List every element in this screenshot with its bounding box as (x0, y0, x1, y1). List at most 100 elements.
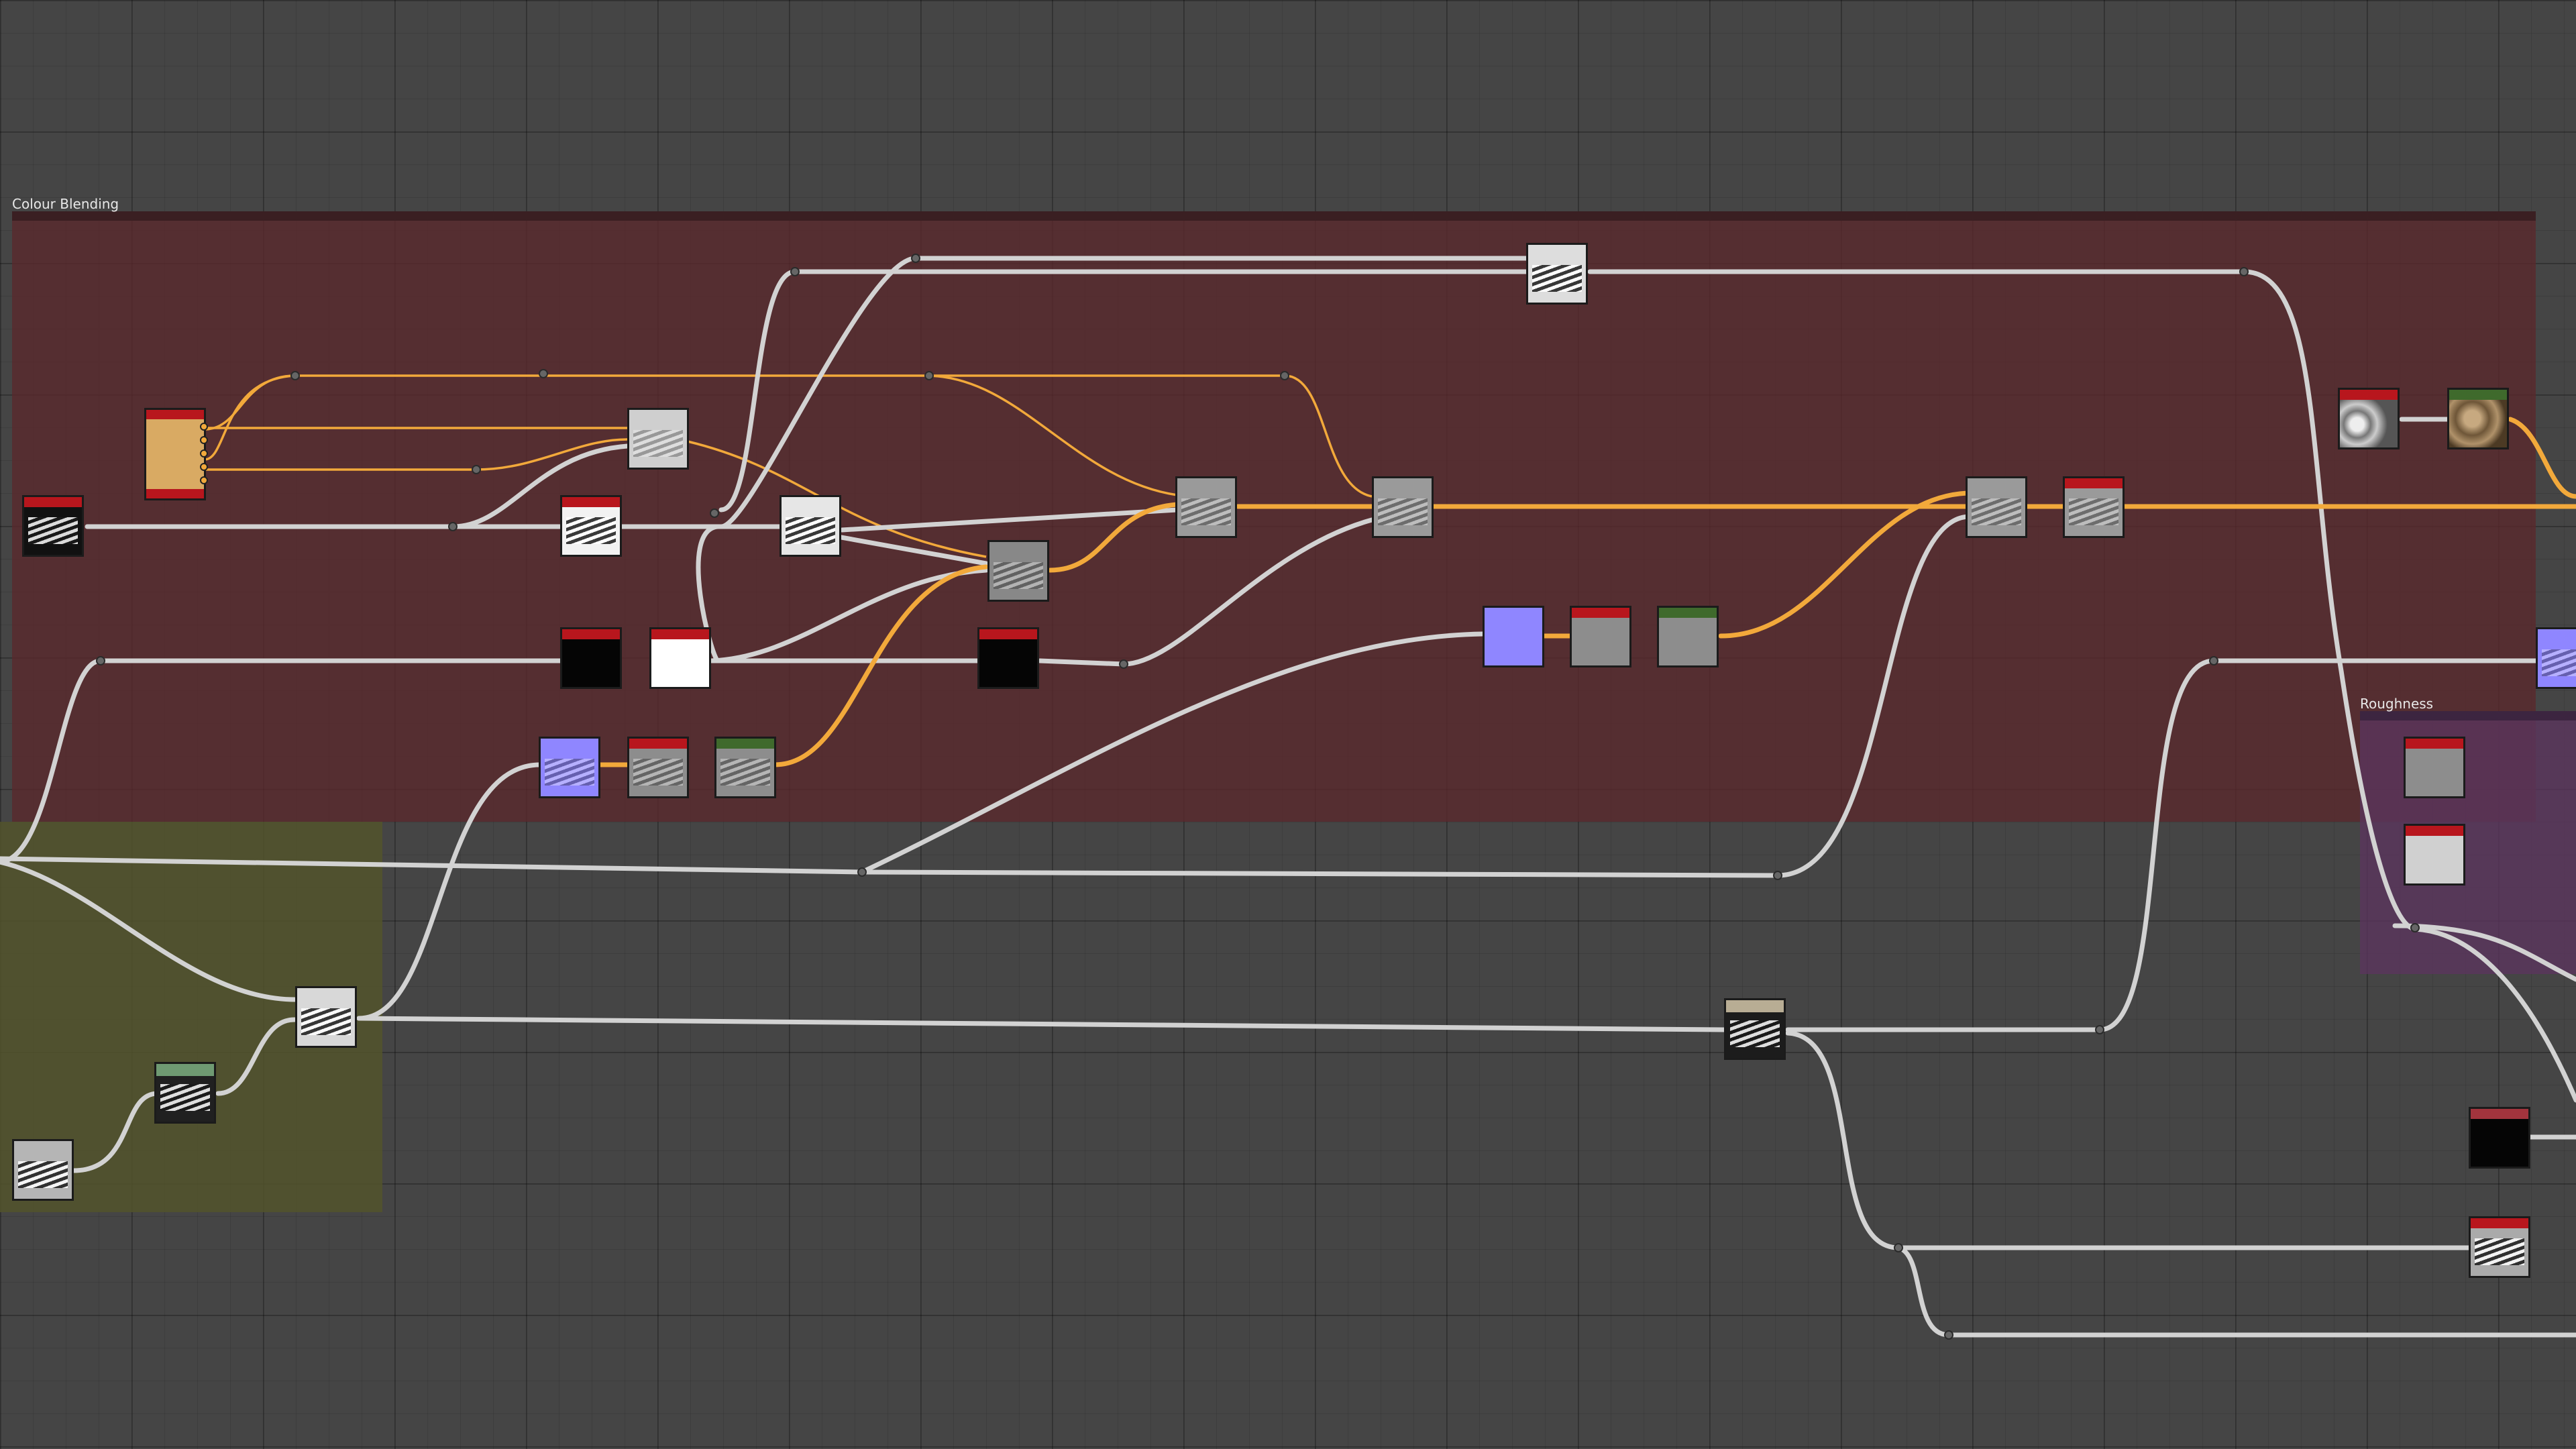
node-blend-c[interactable] (1175, 476, 1237, 538)
output-port[interactable] (200, 423, 208, 431)
node-black-r[interactable] (2469, 1107, 2530, 1169)
node-gray-red2[interactable] (627, 737, 689, 798)
node-thumbnail (2542, 649, 2576, 676)
reroute-dot (1280, 371, 1289, 380)
node-gray-green2[interactable] (714, 737, 776, 798)
wire (718, 256, 1529, 529)
node-hatch-c[interactable] (780, 495, 841, 557)
node-header (1726, 1000, 1784, 1012)
node-thumbnail (994, 562, 1043, 589)
node-blend-a[interactable] (627, 408, 689, 470)
reroute-dot (539, 369, 548, 378)
node-thumbnail (566, 517, 616, 544)
node-thumbnail (786, 517, 835, 544)
wire (708, 568, 989, 663)
node-gray-r1[interactable] (2404, 737, 2465, 798)
wire (2392, 923, 2576, 982)
node-header (1659, 608, 1717, 618)
node-gray-r2[interactable] (2404, 824, 2465, 885)
wire (925, 374, 1178, 496)
wire (204, 374, 296, 461)
node-black-b[interactable] (977, 627, 1039, 689)
node-blue-b[interactable] (2536, 627, 2576, 689)
node-black-a[interactable] (560, 627, 622, 689)
node-header (629, 739, 687, 749)
node-header (146, 410, 204, 419)
node-blend-d[interactable] (1372, 476, 1434, 538)
node-blue-c[interactable] (539, 737, 600, 798)
reroute-dot (857, 867, 867, 877)
node-thumbnail (301, 1008, 351, 1035)
frame-header[interactable] (2360, 711, 2576, 720)
reroute-dot (2095, 1025, 2104, 1034)
node-thumbnail (633, 430, 683, 457)
node-blend-e[interactable] (1966, 476, 2027, 538)
node-header (24, 497, 82, 507)
node-thumbnail (18, 1161, 68, 1188)
output-port[interactable] (200, 463, 208, 471)
wire (718, 269, 1529, 513)
reroute-dot (710, 508, 719, 518)
output-port[interactable] (200, 449, 208, 458)
wire (0, 658, 103, 865)
reroute-dot (472, 465, 481, 474)
output-port[interactable] (200, 436, 208, 444)
reroute-dot (2239, 267, 2249, 276)
node-header (2471, 1218, 2528, 1228)
reroute-dot (448, 522, 458, 531)
wire (1587, 269, 2576, 1103)
node-footer (146, 489, 204, 498)
node-hatch-mint[interactable] (154, 1062, 216, 1124)
node-gradient-hatch[interactable] (22, 495, 84, 557)
node-thumbnail (160, 1084, 210, 1111)
node-header (562, 629, 620, 639)
node-header (2406, 826, 2463, 836)
wire (696, 524, 720, 663)
node-thumbnail (720, 759, 770, 786)
node-header (979, 629, 1037, 639)
node-gray-red[interactable] (1570, 606, 1631, 667)
node-thumbnail (28, 517, 78, 544)
node-thumbnail (545, 759, 594, 786)
node-white-a[interactable] (649, 627, 711, 689)
wire (1037, 517, 1375, 667)
node-hatch-white[interactable] (560, 495, 622, 557)
wire (356, 762, 543, 1021)
wire (1047, 502, 1180, 573)
node-hatch-bl[interactable] (12, 1139, 74, 1201)
node-header (2449, 390, 2507, 400)
node-thumbnail (1378, 498, 1428, 525)
node-hatch-tan[interactable] (1724, 998, 1786, 1060)
node-hatch-r[interactable] (2469, 1216, 2530, 1278)
reroute-dot (96, 656, 105, 665)
node-header (156, 1064, 214, 1076)
node-thumbnail (1972, 498, 2021, 525)
frame-title-roughness: Roughness (2360, 696, 2434, 712)
node-header (2471, 1109, 2528, 1119)
wire (1718, 490, 1972, 639)
node-top-hatch[interactable] (1526, 243, 1588, 305)
node-gold-color[interactable] (144, 408, 206, 500)
wire (356, 1016, 1727, 1032)
node-blue-a[interactable] (1483, 606, 1544, 667)
wire (1896, 1245, 2576, 1338)
wire (71, 1091, 160, 1173)
wire (2508, 417, 2576, 499)
node-blend-f[interactable] (2063, 476, 2125, 538)
node-gray-green[interactable] (1657, 606, 1719, 667)
node-thumbnail (1532, 265, 1582, 292)
output-port[interactable] (200, 476, 208, 484)
wire (1785, 658, 2538, 1032)
node-header (2065, 478, 2123, 488)
wire (859, 631, 1485, 875)
node-blend-b[interactable] (987, 540, 1049, 602)
node-hatch-mid[interactable] (295, 986, 357, 1048)
frame-header[interactable] (12, 211, 2536, 221)
node-header (716, 739, 774, 749)
node-noise[interactable] (2338, 388, 2400, 449)
reroute-dot (1119, 659, 1128, 669)
frame-title-colour-blending: Colour Blending (12, 196, 119, 212)
node-dirt[interactable] (2447, 388, 2509, 449)
